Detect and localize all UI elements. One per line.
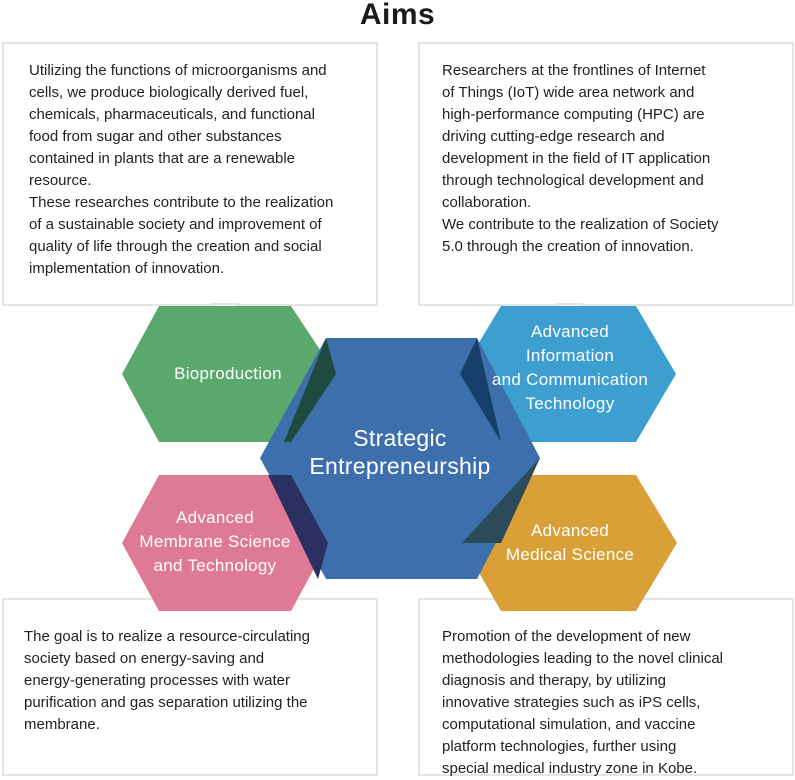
bioproduction-description-box: Utilizing the functions of microorganism… — [2, 42, 378, 306]
bioproduction-overlap — [284, 338, 336, 442]
medical-label: Advanced Medical Science — [505, 521, 635, 564]
medical-overlap — [462, 458, 540, 543]
medical-description-box: Promotion of the development of new meth… — [418, 598, 794, 777]
center-label: Strategic Entrepreneurship — [309, 425, 491, 479]
bioproduction-label: Bioproduction — [174, 364, 282, 383]
info-description-box: Researchers at the frontlines of Interne… — [418, 42, 794, 306]
membrane-description-box: The goal is to realize a resource-circul… — [2, 598, 378, 776]
bioproduction-hexagon — [122, 306, 336, 442]
info-label: Advanced Information and Communication T… — [491, 322, 649, 413]
membrane-description: The goal is to realize a resource-circul… — [24, 628, 310, 733]
info-hexagon — [460, 306, 676, 442]
membrane-label: Advanced Membrane Science and Technology — [139, 508, 291, 575]
info-description: Researchers at the frontlines of Interne… — [442, 62, 719, 255]
membrane-hexagon — [122, 475, 328, 611]
page-title: Aims — [359, 0, 436, 31]
medical-description: Promotion of the development of new meth… — [442, 628, 724, 777]
info-overlap — [460, 338, 501, 442]
membrane-overlap — [268, 475, 328, 579]
center-hexagon — [260, 338, 540, 579]
bioproduction-description: Utilizing the functions of microorganism… — [29, 62, 334, 277]
